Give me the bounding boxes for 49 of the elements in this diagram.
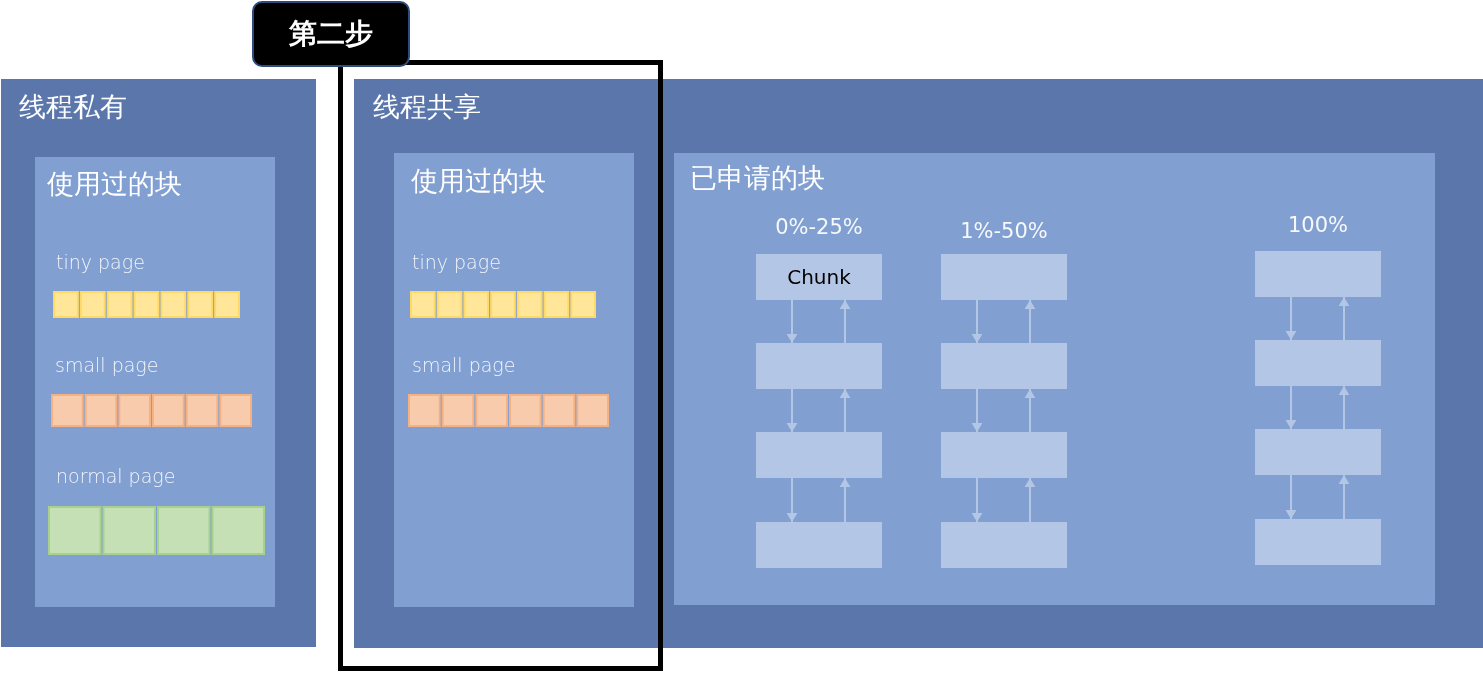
chunk-box — [1255, 519, 1381, 565]
step-tag — [252, 1, 410, 67]
chunk-box — [941, 254, 1067, 300]
panel-title: 已申请的块 — [690, 162, 825, 195]
chunk-box — [756, 432, 882, 478]
page-size-label: tiny page — [56, 251, 145, 274]
arrow — [839, 388, 851, 433]
page-size-label: normal page — [56, 465, 176, 488]
chunk-box — [756, 522, 882, 568]
block-panel — [674, 153, 1435, 605]
arrow — [1024, 388, 1036, 433]
arrow — [786, 299, 798, 344]
region-panel — [354, 79, 1483, 648]
arrow — [1285, 385, 1297, 430]
chunk-box — [756, 254, 882, 300]
arrow — [1024, 299, 1036, 344]
arrow — [786, 388, 798, 433]
arrow — [1338, 385, 1350, 430]
chunk-box — [1255, 429, 1381, 475]
chunk-box — [941, 432, 1067, 478]
chunk-box — [1255, 251, 1381, 297]
arrow — [1024, 477, 1036, 523]
arrow — [1285, 296, 1297, 341]
chunk-label: Chunk — [787, 265, 851, 289]
block-panel — [394, 153, 634, 607]
page-size-label: small page — [412, 354, 516, 377]
chunk-box — [941, 343, 1067, 389]
panel-title: 使用过的块 — [47, 168, 182, 201]
chunk-box — [1255, 340, 1381, 386]
arrow — [971, 299, 983, 344]
arrow — [971, 477, 983, 523]
page-size-label: tiny page — [412, 251, 501, 274]
arrow — [786, 477, 798, 523]
region-title: 线程共享 — [373, 91, 481, 124]
chunk-box — [756, 343, 882, 389]
arrow — [839, 299, 851, 344]
panel-title: 使用过的块 — [411, 165, 546, 198]
page-size-label: small page — [55, 354, 159, 377]
usage-range-label: 100% — [1288, 213, 1348, 239]
arrow — [1338, 474, 1350, 520]
chunk-box — [941, 522, 1067, 568]
arrow — [1285, 474, 1297, 520]
arrow — [1338, 296, 1350, 341]
arrow — [839, 477, 851, 523]
arrow — [971, 388, 983, 433]
step-label: 第二步 — [289, 17, 373, 51]
usage-range-label: 0%-25% — [775, 215, 863, 241]
usage-range-label: 1%-50% — [960, 219, 1048, 245]
region-title: 线程私有 — [19, 91, 127, 124]
